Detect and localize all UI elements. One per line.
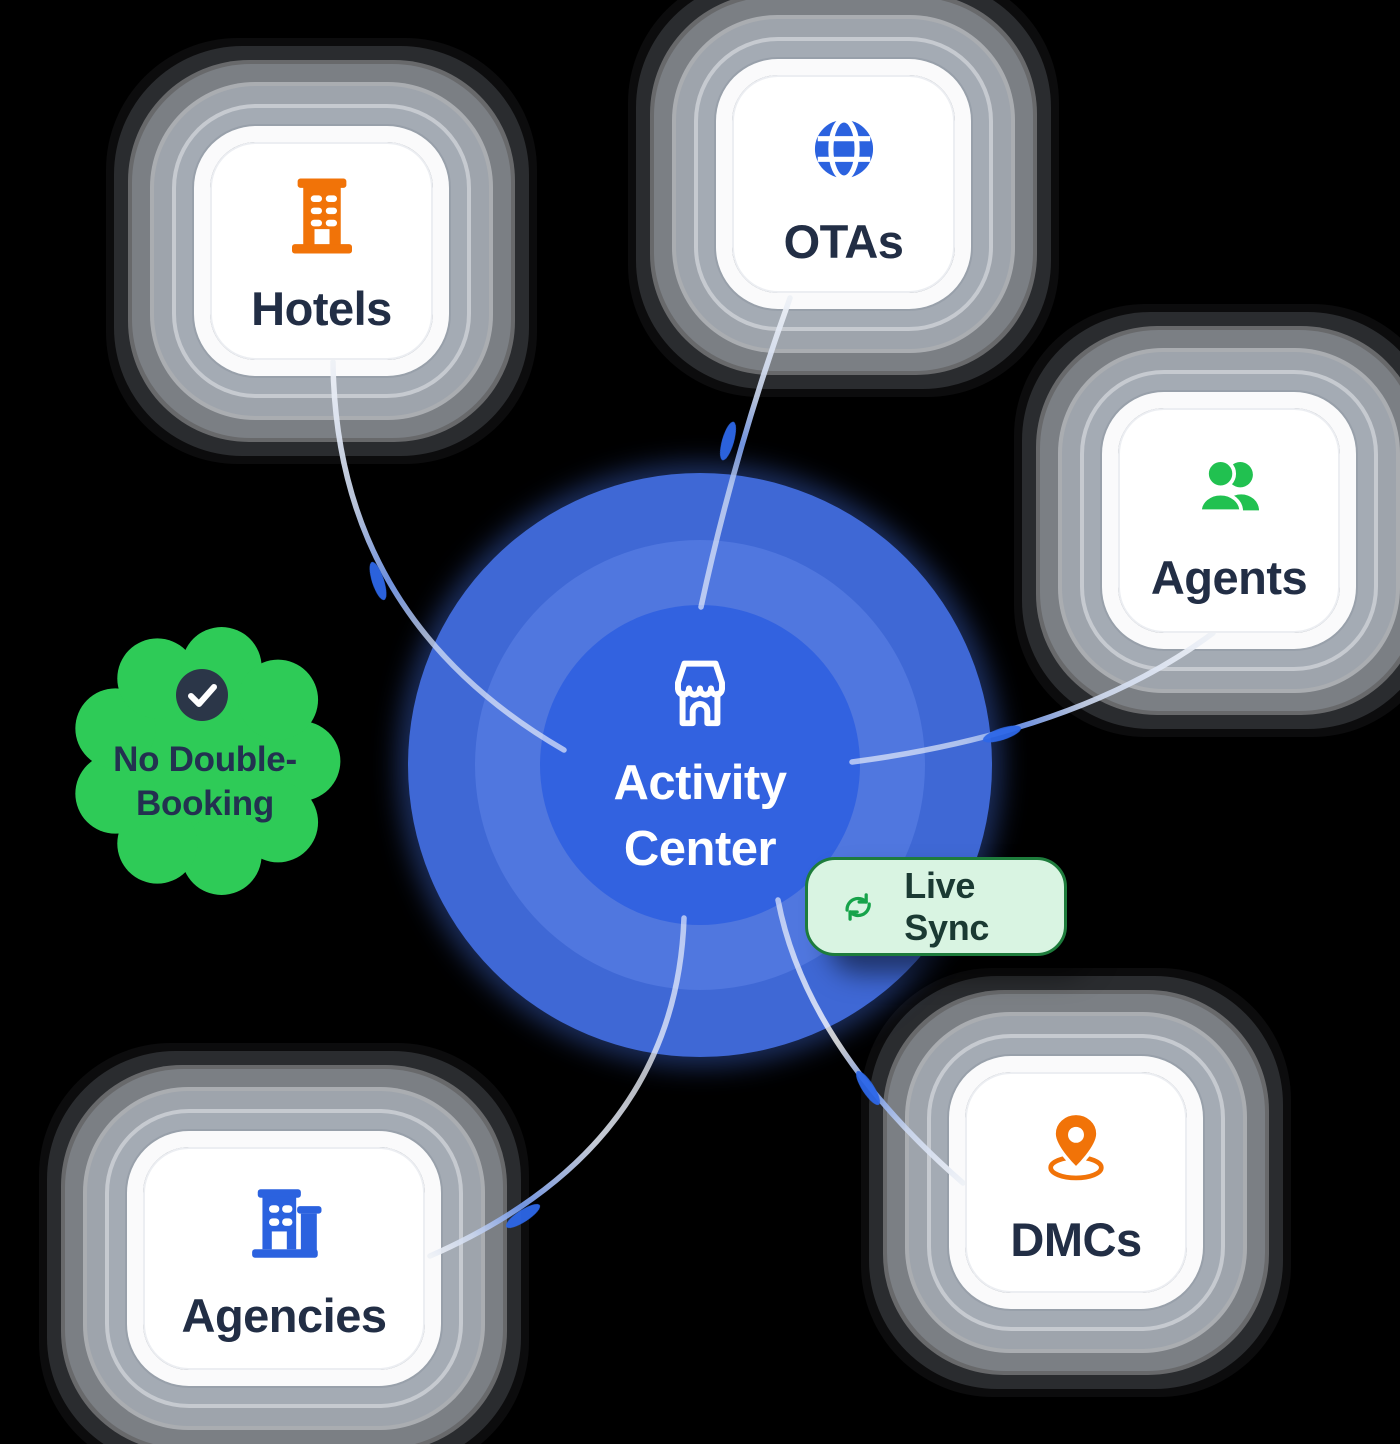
node-label: OTAs xyxy=(783,214,904,268)
node-label: Agents xyxy=(1150,551,1308,604)
node-card-agencies: Agencies xyxy=(143,1147,425,1370)
sync-bead xyxy=(856,1070,880,1106)
sync-bead xyxy=(369,561,387,601)
node-card-hotels: Hotels xyxy=(210,142,433,360)
live-sync-label: Live Sync xyxy=(904,864,990,948)
badge-text-line1: No Double- xyxy=(113,740,297,779)
badge-text-line2: Booking xyxy=(136,784,274,823)
node-label: DMCs xyxy=(1010,1213,1142,1266)
node-label: Agencies xyxy=(181,1289,387,1342)
sync-bead xyxy=(505,1204,541,1228)
hub-title-line2: Center xyxy=(623,822,777,876)
node-card-agents: Agents xyxy=(1118,408,1340,633)
office-building-icon xyxy=(252,1189,322,1258)
no-double-booking-badge: No Double- Booking xyxy=(62,618,348,904)
badge-blob xyxy=(75,627,341,895)
hotel-building-icon xyxy=(291,178,352,253)
node-card-otas: OTAs xyxy=(732,75,955,293)
map-pin-icon xyxy=(1048,1111,1104,1181)
hub-inner-circle: Activity Center xyxy=(540,605,860,925)
sync-bead xyxy=(720,421,736,461)
node-label: Hotels xyxy=(251,281,392,335)
badge-text: No Double- Booking xyxy=(62,738,348,826)
check-icon xyxy=(176,669,228,721)
hub-title: Activity Center xyxy=(613,750,787,882)
sync-icon xyxy=(845,892,871,921)
live-sync-pill: Live Sync xyxy=(805,857,1067,956)
node-card-dmcs: DMCs xyxy=(965,1072,1187,1293)
hub-title-line1: Activity xyxy=(613,756,787,810)
people-icon xyxy=(1198,458,1259,514)
activity-center-hub: Activity Center xyxy=(408,473,992,1057)
storefront-icon xyxy=(675,660,725,727)
globe-icon xyxy=(814,116,873,181)
